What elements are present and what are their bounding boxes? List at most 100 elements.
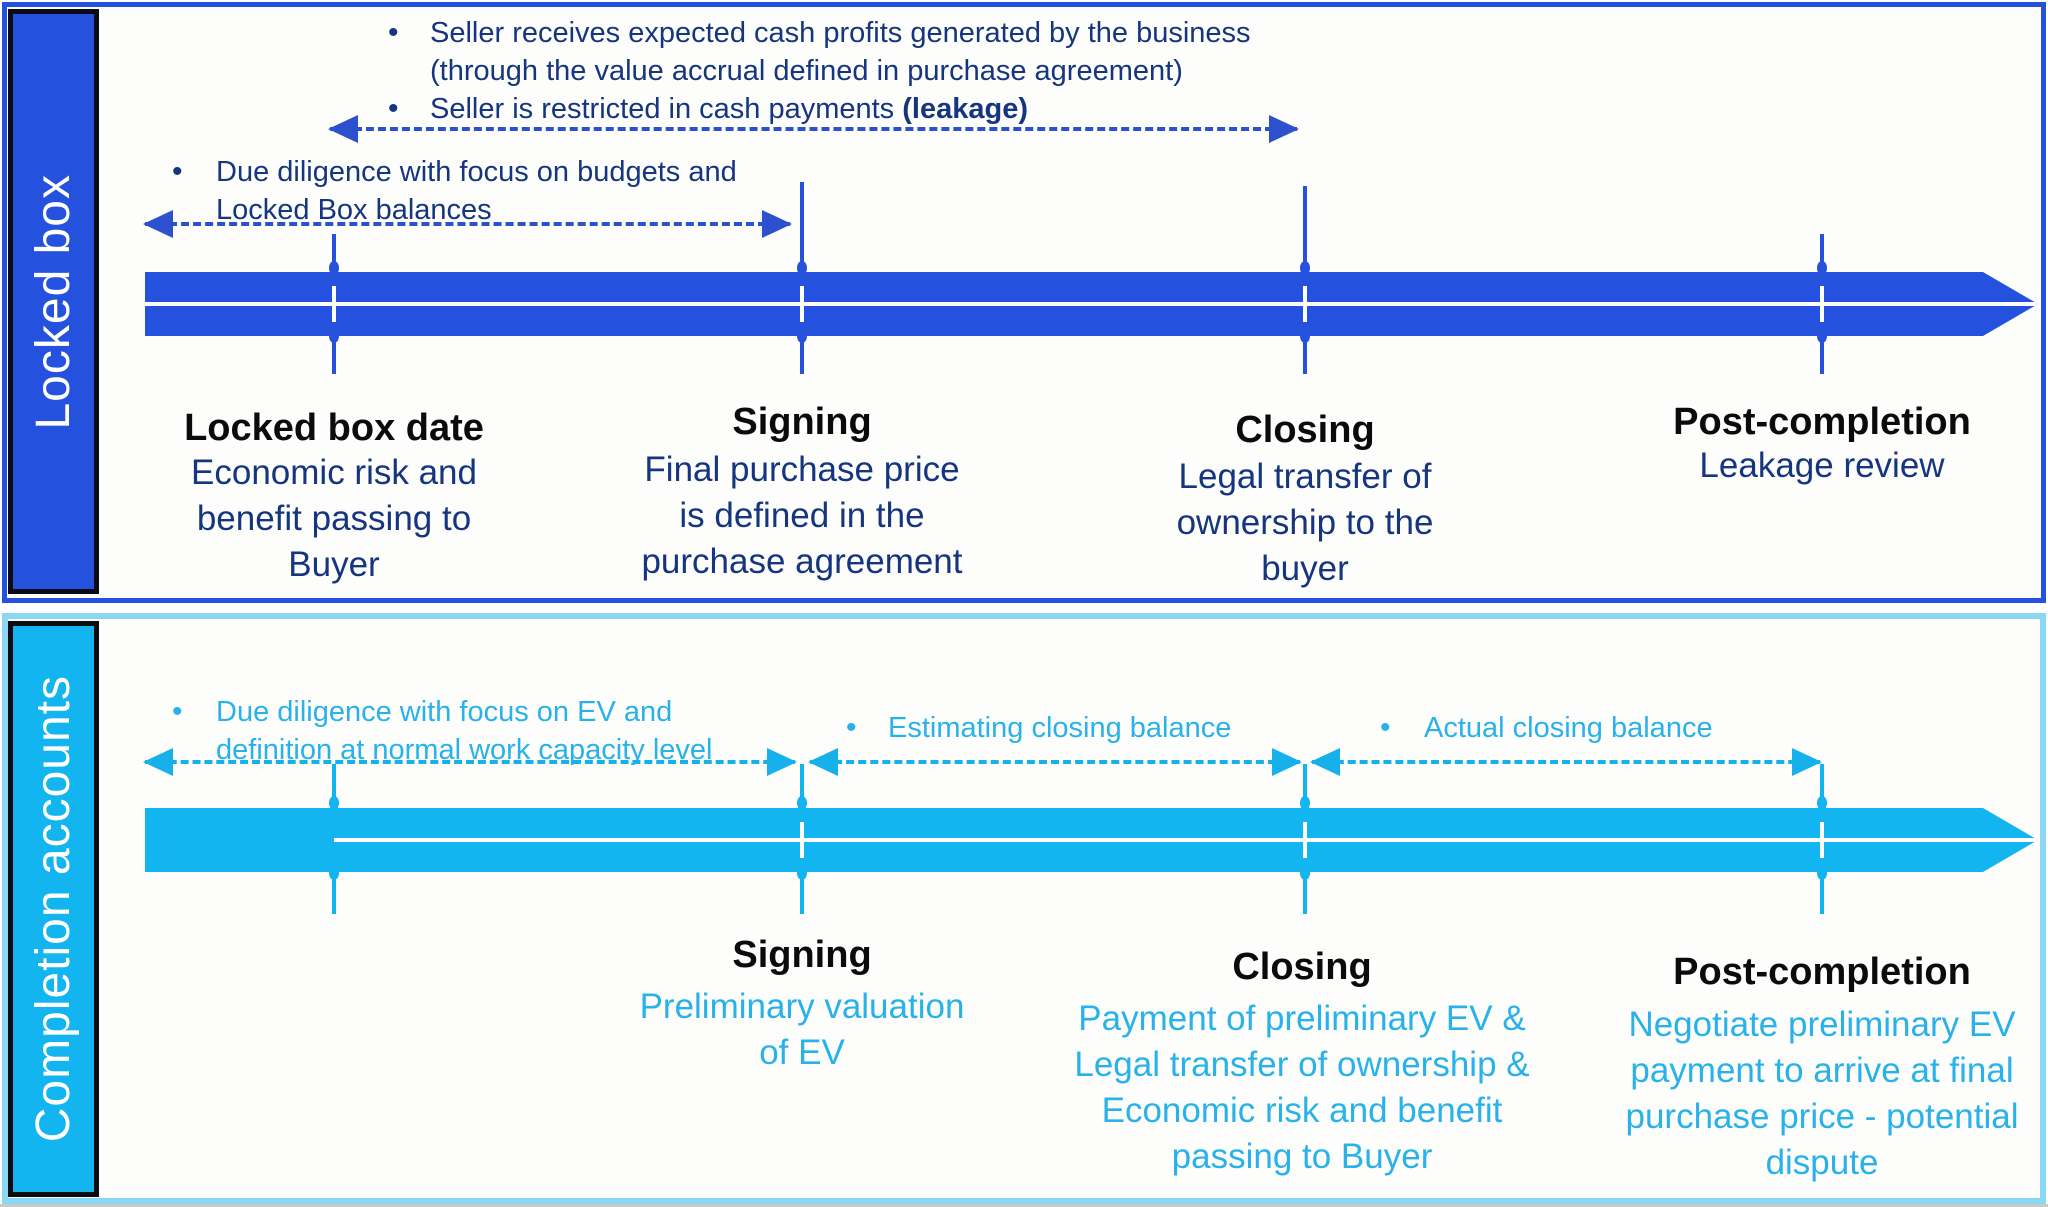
milestone-stem [1303,186,1307,272]
desc-line: Legal transfer of [1178,457,1432,496]
milestone-node [797,261,807,275]
desc-line: purchase price - potential [1625,1097,2019,1136]
desc-line: Final purchase price [644,450,960,489]
milestone-stem [800,764,804,808]
bullet-icon [172,693,183,731]
desc-line: is defined in the [679,496,925,535]
milestone-stem [1820,336,1824,374]
estimating-balance-period-arrow [808,748,1302,776]
desc-line: ownership to the [1176,503,1434,542]
timeline-tick [1303,286,1307,322]
milestone-desc-locked-box-date: Economic risk and benefit passing to Buy… [169,450,499,588]
desc-line: benefit passing to [196,499,472,538]
completion-accounts-panel: Completion accounts [2,613,2046,1204]
timeline-tick [332,286,336,322]
locked-box-sidebar-label: Locked box [27,173,80,430]
desc-line: Negotiate preliminary EV [1628,1005,2016,1044]
milestone-stem [1820,872,1824,914]
milestone-title-locked-box-date: Locked box date [184,407,484,449]
milestone-node [1300,866,1310,880]
milestone-stem [1303,336,1307,374]
completion-accounts-sidebar-label: Completion accounts [27,675,80,1143]
bullet-icon [388,14,399,52]
due-diligence-ev-note-line1: Due diligence with focus on EV and [216,696,673,728]
milestone-node [329,329,339,343]
due-diligence-note-line1: Due diligence with focus on budgets and [216,156,737,188]
milestone-desc-closing: Legal transfer of ownership to the buyer [1145,454,1465,592]
bullet-icon [846,709,857,747]
desc-line: payment to arrive at final [1630,1051,2014,1090]
timeline-center-line [334,838,2038,842]
due-diligence-period-arrow [143,210,792,238]
due-diligence-ev-period-arrow [143,748,797,776]
milestone-node [797,866,807,880]
milestone-stem [1820,764,1824,808]
desc-line: Buyer [288,545,380,584]
milestone-node [329,261,339,275]
milestone-title-signing: Signing [732,934,872,976]
desc-line: Payment of preliminary EV & [1078,999,1526,1038]
milestone-desc-post-completion: Leakage review [1602,443,2042,489]
seller-profit-period-arrow [328,115,1299,143]
milestone-desc-signing: Preliminary valuation of EV [617,984,987,1076]
milestone-node [797,329,807,343]
due-diligence-note-line2: Locked Box balances [216,194,492,226]
milestone-stem [1820,234,1824,272]
estimating-balance-note: Estimating closing balance [888,712,1232,744]
completion-accounts-timeline-bar [145,808,2038,872]
milestone-title-post-completion: Post-completion [1673,401,1971,443]
slide-bottom-edge [0,1204,2048,1207]
desc-line: Economic risk and benefit [1101,1091,1503,1130]
seller-profits-note-line1: Seller receives expected cash profits ge… [430,17,1251,49]
milestone-stem [332,872,336,914]
desc-line: dispute [1765,1143,1879,1182]
milestone-node [1300,261,1310,275]
milestone-node [329,866,339,880]
milestone-stem [332,234,336,272]
timeline-tick [1820,286,1824,322]
bullet-icon [388,90,399,128]
actual-balance-note: Actual closing balance [1424,712,1713,744]
desc-line: of EV [759,1033,845,1072]
milestone-title-closing: Closing [1235,409,1375,451]
milestone-title-signing: Signing [732,401,872,443]
seller-restricted-text: Seller is restricted in cash payments [430,93,903,125]
milestone-stem [800,182,804,272]
bullet-icon [1380,709,1391,747]
milestone-stem [1303,872,1307,914]
milestone-node [1300,329,1310,343]
locked-box-sidebar: Locked box [8,9,99,594]
milestone-node [1817,329,1827,343]
milestone-node [1300,796,1310,810]
desc-line: buyer [1261,549,1349,588]
milestone-node [797,796,807,810]
milestone-node [1817,261,1827,275]
completion-accounts-sidebar: Completion accounts [8,621,99,1197]
timeline-center-line [145,302,2038,306]
milestone-desc-closing: Payment of preliminary EV & Legal transf… [1057,996,1547,1180]
milestone-desc-signing: Final purchase price is defined in the p… [617,447,987,585]
bullet-icon [172,153,183,191]
milestone-node [329,796,339,810]
timeline-tick [1820,822,1824,858]
milestone-node [1817,796,1827,810]
milestone-stem [1303,764,1307,808]
milestone-stem [800,872,804,914]
seller-restricted-note: Seller is restricted in cash payments (l… [430,90,1028,128]
timeline-tick [800,822,804,858]
milestone-title-post-completion: Post-completion [1673,951,1971,993]
milestone-stem [332,764,336,808]
actual-balance-period-arrow [1310,748,1822,776]
milestone-stem [800,336,804,374]
desc-line: Legal transfer of ownership & [1074,1045,1530,1084]
desc-line: Preliminary valuation [639,987,965,1026]
seller-restricted-bold: (leakage) [902,93,1028,125]
milestone-title-closing: Closing [1232,946,1372,988]
desc-line: Economic risk and [191,453,477,492]
timeline-tick [1303,822,1307,858]
desc-line: purchase agreement [641,542,963,581]
seller-profits-note-line2: (through the value accrual defined in pu… [430,55,1183,87]
desc-line: Leakage review [1699,446,1945,485]
milestone-stem [332,336,336,374]
